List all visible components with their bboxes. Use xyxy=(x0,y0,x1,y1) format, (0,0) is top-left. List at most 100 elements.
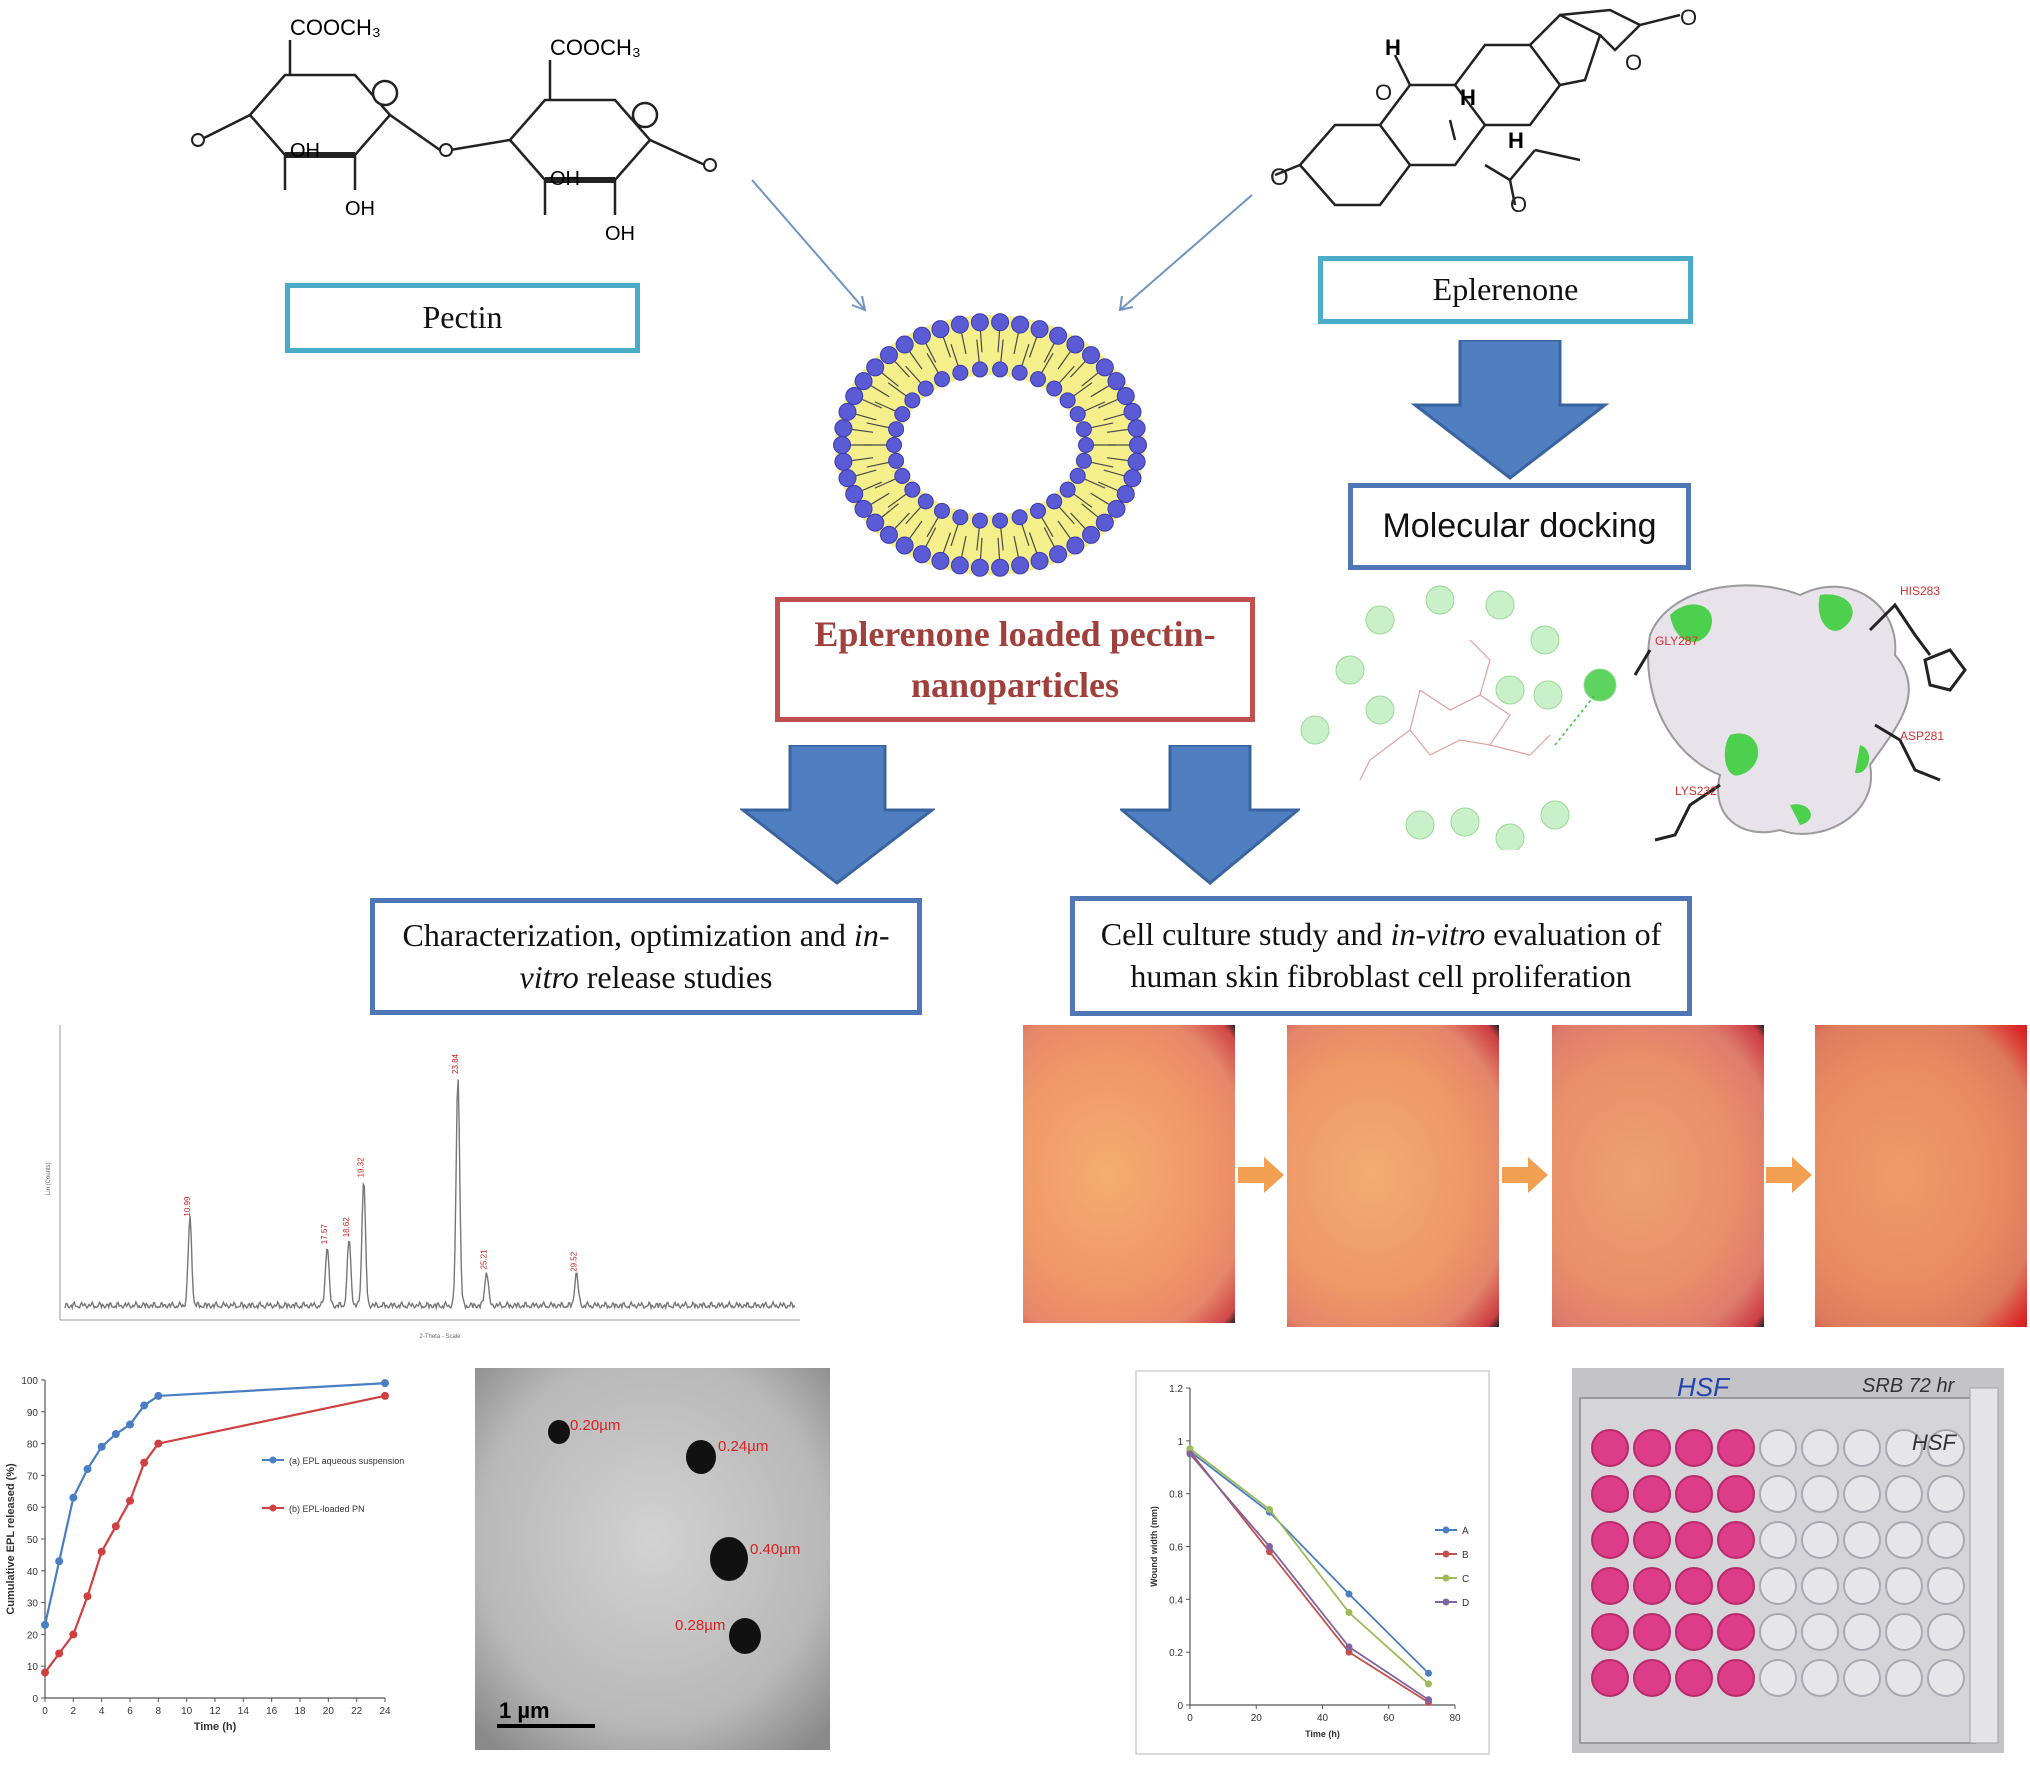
x-tick-label: 16 xyxy=(266,1706,278,1717)
arrow-to-characterization xyxy=(740,745,935,885)
data-point xyxy=(140,1458,149,1467)
y-tick-label: 20 xyxy=(27,1630,39,1641)
lipid-head xyxy=(931,551,950,570)
plate-well xyxy=(1591,1613,1629,1651)
lipid-head xyxy=(1123,469,1142,488)
y-tick-label: 0 xyxy=(32,1694,38,1705)
lipid-head xyxy=(1059,481,1076,498)
docking-2d-interaction-diagram xyxy=(1300,585,1617,850)
lipid-head xyxy=(879,346,898,365)
lipid-head xyxy=(1011,556,1030,575)
characterization-box: Characterization, optimization and in- v… xyxy=(370,898,922,1015)
plate-well xyxy=(1717,1613,1755,1651)
lipid-head xyxy=(1116,485,1135,504)
data-point xyxy=(381,1391,389,1400)
docking-label-box: Molecular docking xyxy=(1348,483,1691,570)
lipid-head xyxy=(1030,502,1046,519)
lipid-head xyxy=(991,558,1010,577)
data-point xyxy=(41,1620,49,1629)
nanoparticles-label-line2: nanoparticles xyxy=(910,664,1119,705)
plate-well xyxy=(1843,1613,1881,1651)
data-point xyxy=(97,1442,106,1451)
lipid-head xyxy=(1011,509,1028,526)
lipid-head xyxy=(888,421,905,438)
lipid-head xyxy=(854,499,873,518)
lipid-head xyxy=(845,386,864,405)
xrd-peak-label: 29.52 xyxy=(569,1251,578,1272)
svg-text:O: O xyxy=(1270,164,1289,191)
eplerenone-h-mid: H xyxy=(1460,85,1476,110)
tem-scale-bar: 1 µm xyxy=(499,1698,550,1723)
lipid-head xyxy=(952,364,969,381)
y-tick-label: 60 xyxy=(27,1503,39,1514)
series-line-c xyxy=(1189,1448,1430,1685)
xrd-trace xyxy=(64,1079,796,1311)
data-point xyxy=(1425,1696,1432,1704)
lipid-head xyxy=(1095,513,1114,532)
tem-size-1: 0.20µm xyxy=(570,1417,620,1434)
cell-culture-line2: human skin fibroblast cell proliferation xyxy=(1130,958,1632,994)
characterization-line2: vitro release studies xyxy=(519,958,773,995)
lipid-head xyxy=(838,469,857,488)
lipid-head xyxy=(866,358,885,377)
x-tick-label: 40 xyxy=(1317,1713,1329,1724)
x-tick-label: 20 xyxy=(1251,1713,1263,1724)
lipid-head xyxy=(879,525,898,544)
lipid-head xyxy=(1030,320,1049,339)
data-point xyxy=(1186,1445,1194,1453)
lipid-head xyxy=(888,452,905,469)
xrd-peak-label: 23.84 xyxy=(451,1053,460,1074)
lipid-head xyxy=(838,402,857,421)
data-point xyxy=(69,1630,78,1639)
plate-well xyxy=(1675,1429,1713,1467)
y-tick-label: 70 xyxy=(27,1471,39,1482)
plate-well xyxy=(1591,1475,1629,1513)
plate-well xyxy=(1927,1475,1965,1513)
tem-size-3: 0.40µm xyxy=(750,1541,800,1558)
arrow-to-docking xyxy=(1410,340,1610,480)
plate-well xyxy=(1927,1659,1965,1697)
eplerenone-h-top: H xyxy=(1385,35,1401,60)
plate-well xyxy=(1759,1521,1797,1559)
plate-well xyxy=(1591,1429,1629,1467)
lipid-head xyxy=(931,320,950,339)
lipid-head xyxy=(950,556,969,575)
series-line--a-epl-aqueous-suspension xyxy=(43,1382,386,1626)
plate-well xyxy=(1885,1613,1923,1651)
plate-well xyxy=(1633,1429,1671,1467)
lipid-head xyxy=(1082,346,1101,365)
x-tick-label: 2 xyxy=(71,1706,77,1717)
plate-well xyxy=(1717,1475,1755,1513)
plate-well xyxy=(1927,1567,1965,1605)
xrd-peak-label: 19.32 xyxy=(357,1157,366,1178)
plate-well xyxy=(1717,1567,1755,1605)
x-tick-label: 60 xyxy=(1383,1713,1395,1724)
plate-header-right: SRB 72 hr xyxy=(1862,1375,1956,1397)
docking-residue-his: HIS283 xyxy=(1900,584,1940,598)
plate-well xyxy=(1843,1659,1881,1697)
plate-well xyxy=(1633,1521,1671,1559)
lipid-head xyxy=(912,545,931,564)
tem-size-2: 0.24µm xyxy=(718,1438,768,1455)
data-point xyxy=(97,1547,106,1556)
xrd-xlabel: 2-Theta - Scale xyxy=(419,1334,461,1340)
xrd-peak-label: 25.21 xyxy=(480,1249,489,1270)
nanoparticles-label-box: Eplerenone loaded pectin- nanoparticles xyxy=(775,597,1255,722)
legend-label: D xyxy=(1462,1598,1469,1609)
data-point xyxy=(111,1522,120,1531)
legend-marker xyxy=(269,1504,277,1512)
lipid-head xyxy=(1049,326,1068,345)
eplerenone-label-box: Eplerenone xyxy=(1318,256,1693,324)
lipid-head xyxy=(833,436,851,454)
data-point xyxy=(1345,1643,1353,1651)
plate-well xyxy=(1717,1429,1755,1467)
cell-culture-box: Cell culture study and in-vitro evaluati… xyxy=(1070,896,1692,1016)
x-tick-label: 0 xyxy=(1187,1713,1193,1724)
lipid-head xyxy=(866,513,885,532)
legend-marker xyxy=(1442,1526,1450,1534)
data-point xyxy=(126,1420,134,1429)
y-tick-label: 100 xyxy=(21,1376,38,1387)
data-point xyxy=(381,1379,389,1388)
x-tick-label: 8 xyxy=(156,1706,162,1717)
plate-well xyxy=(1591,1659,1629,1697)
